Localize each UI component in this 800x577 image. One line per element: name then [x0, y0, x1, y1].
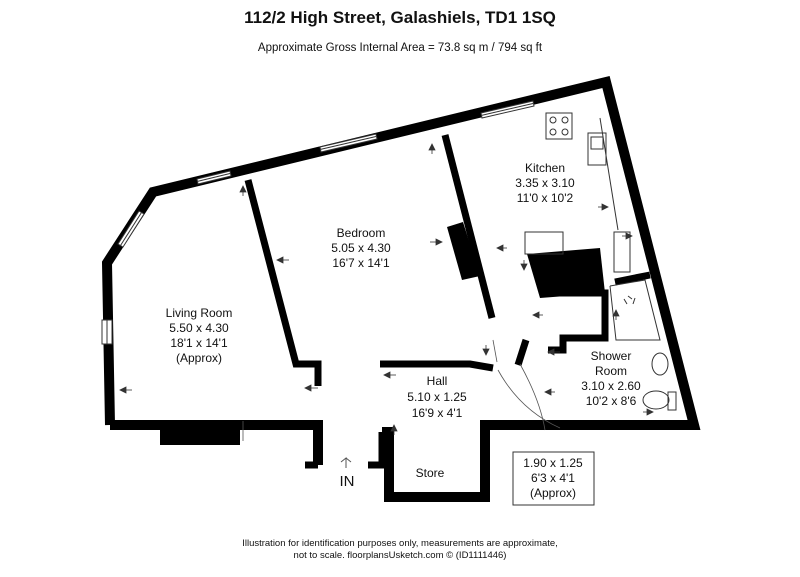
hall-name: Hall — [427, 374, 448, 388]
toilet-icon — [642, 390, 670, 410]
bedroom-metric: 5.05 x 4.30 — [331, 241, 391, 255]
annex-metric: 1.90 x 1.25 — [523, 456, 583, 470]
living-name: Living Room — [166, 306, 233, 320]
disclaimer-line-2: not to scale. floorplansUsketch.com © (I… — [293, 550, 507, 561]
window-left — [101, 319, 113, 345]
annex-imperial: 6'3 x 4'1 — [531, 471, 575, 485]
room-label-bedroom: Bedroom 5.05 x 4.30 16'7 x 14'1 — [331, 226, 391, 270]
shower-imperial: 10'2 x 8'6 — [586, 394, 637, 408]
door-swings — [242, 339, 561, 441]
shower-tray-icon — [609, 279, 661, 341]
window-bay — [117, 210, 145, 248]
annex-note: (Approx) — [530, 486, 576, 500]
room-label-hall: Hall 5.10 x 1.25 16'9 x 4'1 — [407, 374, 467, 420]
bedroom-imperial: 16'7 x 14'1 — [332, 256, 390, 270]
window-top-left — [196, 170, 232, 185]
entrance-arrow-icon — [340, 456, 352, 468]
living-note: (Approx) — [176, 351, 222, 365]
disclaimer: Illustration for identification purposes… — [0, 538, 800, 562]
sink-icon — [587, 132, 607, 166]
hall-imperial: 16'9 x 4'1 — [412, 406, 463, 420]
plan-title: 112/2 High Street, Galashiels, TD1 1SQ — [244, 8, 556, 27]
disclaimer-line-1: Illustration for identification purposes… — [242, 538, 558, 549]
shower-name-1: Shower — [591, 349, 632, 363]
windows — [101, 100, 535, 345]
window-kitchen — [480, 100, 535, 119]
window-bedroom — [319, 133, 378, 153]
hob-icon — [545, 112, 573, 140]
bathroom-fittings — [609, 279, 677, 411]
annex-box — [512, 451, 595, 506]
dimension-arrows — [119, 143, 654, 435]
living-imperial: 18'1 x 14'1 — [170, 336, 228, 350]
room-label-store: Store — [416, 466, 445, 480]
chimney-blocks — [160, 222, 605, 445]
basin-icon — [651, 352, 669, 376]
store-name: Store — [416, 466, 445, 480]
room-label-shower: Shower Room 3.10 x 2.60 10'2 x 8'6 — [581, 349, 641, 408]
room-label-living: Living Room 5.50 x 4.30 18'1 x 14'1 (App… — [166, 306, 233, 365]
kitchen-imperial: 11'0 x 10'2 — [517, 191, 574, 205]
bedroom-name: Bedroom — [337, 226, 386, 240]
shower-metric: 3.10 x 2.60 — [581, 379, 641, 393]
room-label-kitchen: Kitchen 3.35 x 3.10 11'0 x 10'2 — [515, 161, 575, 205]
living-metric: 5.50 x 4.30 — [169, 321, 229, 335]
room-label-annex: 1.90 x 1.25 6'3 x 4'1 (Approx) — [523, 456, 583, 500]
entrance-label: IN — [340, 473, 355, 490]
kitchen-metric: 3.35 x 3.10 — [515, 176, 575, 190]
gross-area-text: Approximate Gross Internal Area = 73.8 s… — [257, 42, 543, 54]
hall-metric: 5.10 x 1.25 — [407, 390, 467, 404]
kitchen-name: Kitchen — [525, 161, 565, 175]
kitchen-fittings — [524, 112, 631, 273]
interior-walls — [244, 134, 651, 469]
shower-name-2: Room — [595, 364, 627, 378]
